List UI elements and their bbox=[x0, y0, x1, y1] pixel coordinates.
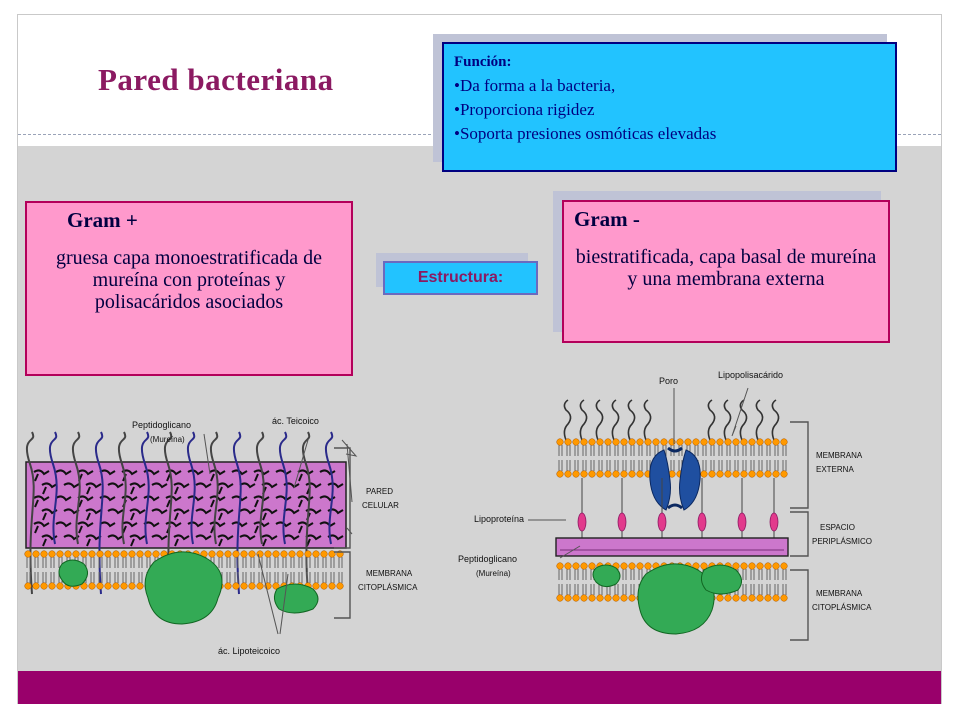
gram-positive-heading: Gram + bbox=[67, 208, 138, 232]
slide-title: Pared bacteriana bbox=[98, 62, 334, 97]
gram-negative-box: Gram - biestratificada, capa basal de mu… bbox=[562, 200, 890, 343]
citoplasmica-label: CITOPLÁSMICA bbox=[812, 603, 872, 612]
membrana-label: MEMBRANA bbox=[366, 569, 413, 578]
gram-positive-text: gruesa capa monoestratificada de mureína… bbox=[56, 247, 322, 313]
peptidoglicano-label: Peptidoglicano bbox=[458, 554, 517, 564]
externa-label: EXTERNA bbox=[816, 465, 854, 474]
pared-label: PARED bbox=[366, 487, 393, 496]
ac-teicoico-label: ác. Teicoico bbox=[272, 416, 319, 426]
left-callout-lines bbox=[203, 433, 358, 635]
periplasmico-label: PERIPLÁSMICO bbox=[812, 537, 872, 546]
gram-negative-text: biestratificada, capa basal de mureína y… bbox=[575, 246, 877, 290]
gram-positive-box: Gram + gruesa capa monoestratificada de … bbox=[25, 201, 353, 376]
lipopolysaccharide-chains bbox=[563, 399, 780, 441]
mureina-label: (Mureína) bbox=[476, 569, 511, 578]
gram-positive-diagram: Peptidoglicano (Mureína) ác. Teicoico PA… bbox=[24, 416, 418, 656]
membrana-externa-label: MEMBRANA bbox=[816, 451, 863, 460]
gram-negative-diagram: Poro Lipopolisacárido Lipoproteína Pepti… bbox=[458, 370, 872, 641]
celular-label: CELULAR bbox=[362, 501, 399, 510]
funcion-heading: Función: bbox=[454, 54, 512, 70]
membrana-citoplasmica-label: MEMBRANA bbox=[816, 589, 863, 598]
citoplasmica-label: CITOPLÁSMICA bbox=[358, 583, 418, 592]
membrane-protein bbox=[592, 563, 742, 635]
lipoproteina-label: Lipoproteína bbox=[474, 514, 524, 524]
porin bbox=[649, 446, 701, 511]
espacio-label: ESPACIO bbox=[820, 523, 855, 532]
ac-lipoteicoico-label: ác. Lipoteicoico bbox=[218, 646, 280, 656]
right-callout-lines bbox=[528, 387, 749, 559]
lipoproteins bbox=[577, 478, 779, 538]
funcion-item: •Da forma a la bacteria, bbox=[454, 76, 616, 95]
gram-positive-wall bbox=[25, 431, 347, 595]
estructura-label: Estructura: bbox=[383, 261, 538, 295]
funcion-item: •Proporciona rigidez bbox=[454, 100, 595, 119]
funcion-item: •Soporta presiones osmóticas elevadas bbox=[454, 124, 717, 143]
gram-negative-heading: Gram - bbox=[574, 207, 640, 231]
poro-label: Poro bbox=[659, 376, 678, 386]
bottom-accent-bar bbox=[18, 671, 941, 704]
outer-membrane bbox=[556, 438, 788, 478]
funcion-box: Función: •Da forma a la bacteria, •Propo… bbox=[442, 42, 897, 172]
peptidoglycan-layer bbox=[555, 537, 789, 557]
left-brackets bbox=[334, 447, 351, 619]
mureina-label: (Mureína) bbox=[150, 435, 185, 444]
membrane-protein bbox=[58, 551, 319, 625]
peptidoglicano-label: Peptidoglicano bbox=[132, 420, 191, 430]
right-brackets bbox=[790, 421, 809, 641]
lipopolisacarido-label: Lipopolisacárido bbox=[718, 370, 783, 380]
